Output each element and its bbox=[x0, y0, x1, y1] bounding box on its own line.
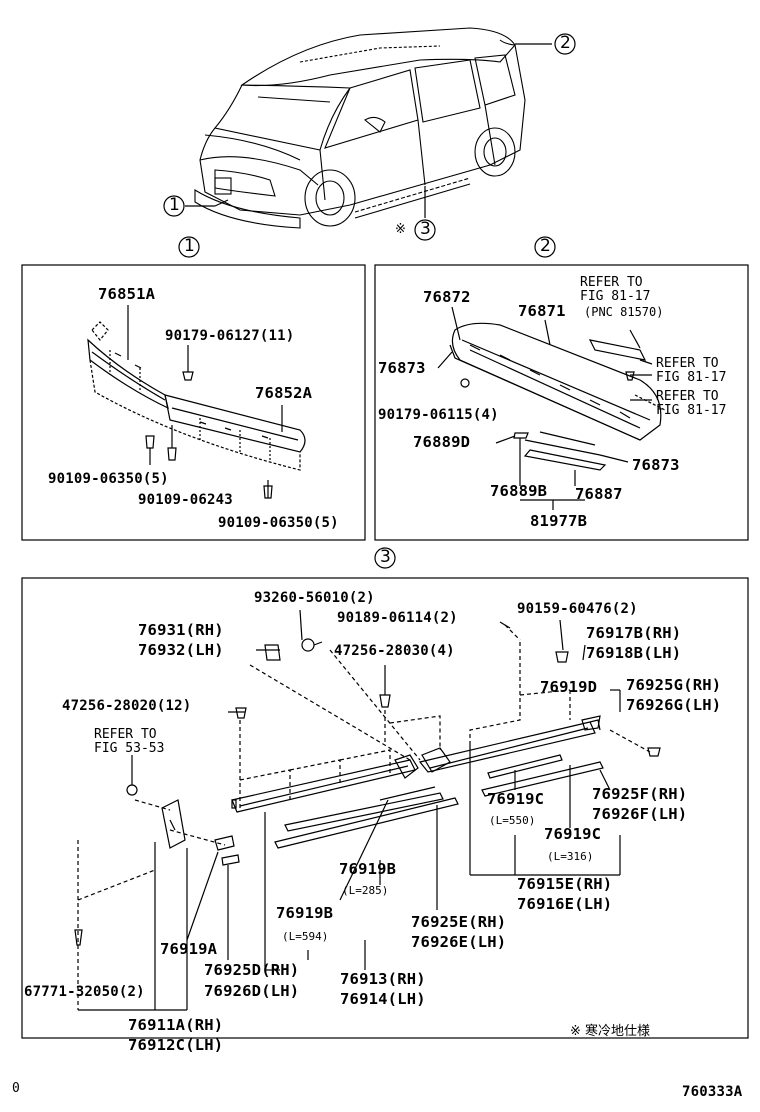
callout-3: 3 bbox=[420, 219, 431, 239]
panel-3-number: 3 bbox=[380, 547, 391, 567]
part-76889D: 76889D bbox=[413, 433, 471, 451]
refer-to-fig-53-53-line1: REFER TO bbox=[94, 727, 157, 742]
part-76919C-b: 76919C bbox=[544, 825, 602, 843]
callout-2-circle bbox=[554, 33, 576, 55]
part-67771-32050: 67771-32050(2) bbox=[24, 984, 145, 1000]
panel-3-frame bbox=[21, 577, 749, 1039]
part-76931: 76931(RH) bbox=[138, 621, 224, 639]
refer-to-1-line2: FIG 81-17 bbox=[580, 289, 651, 304]
cold-region-note: ※ 寒冷地仕様 bbox=[570, 1024, 651, 1039]
part-76911A: 76911A(RH) bbox=[128, 1016, 224, 1034]
panel-2-frame bbox=[374, 264, 749, 541]
part-76926F: 76926F(LH) bbox=[592, 805, 688, 823]
part-90179-06127: 90179-06127(11) bbox=[165, 328, 295, 344]
vehicle-illustration bbox=[194, 27, 526, 229]
part-90159-60476: 90159-60476(2) bbox=[517, 601, 638, 617]
part-76913: 76913(RH) bbox=[340, 970, 426, 988]
part-90109-06350-b: 90109-06350(5) bbox=[218, 515, 339, 531]
length-285: (L=285) bbox=[342, 884, 389, 897]
panel-3-circle bbox=[374, 547, 396, 569]
panel-1-circle bbox=[178, 236, 200, 258]
callout-1-circle bbox=[163, 195, 185, 217]
callout-3-circle bbox=[414, 219, 436, 241]
part-76919D: 76919D bbox=[540, 678, 598, 696]
part-76925G: 76925G(RH) bbox=[626, 676, 722, 694]
part-76887: 76887 bbox=[575, 485, 623, 503]
panel-1-frame bbox=[21, 264, 366, 541]
part-90109-06350-a: 90109-06350(5) bbox=[48, 471, 169, 487]
length-316: (L=316) bbox=[547, 850, 594, 863]
front-spoiler-drawing bbox=[87, 305, 306, 499]
callout-2: 2 bbox=[560, 33, 571, 53]
part-76851A: 76851A bbox=[98, 285, 156, 303]
footer-left-code: 0 bbox=[12, 1081, 20, 1096]
part-76889B: 76889B bbox=[490, 482, 548, 500]
part-76914: 76914(LH) bbox=[340, 990, 426, 1008]
length-550: (L=550) bbox=[489, 814, 536, 827]
refer-to-1-line3: (PNC 81570) bbox=[584, 305, 664, 319]
rear-spoiler-drawing bbox=[437, 306, 666, 510]
part-90189-06114: 90189-06114(2) bbox=[337, 610, 458, 626]
part-90109-06243: 90109-06243 bbox=[138, 492, 233, 508]
part-76926D: 76926D(LH) bbox=[204, 982, 300, 1000]
part-76873-b: 76873 bbox=[632, 456, 680, 474]
refer-to-1-line1: REFER TO bbox=[580, 275, 643, 290]
part-76872: 76872 bbox=[423, 288, 471, 306]
part-81977B: 81977B bbox=[530, 512, 588, 530]
side-moulding-drawing bbox=[74, 609, 661, 1011]
part-76873-a: 76873 bbox=[378, 359, 426, 377]
part-76926G: 76926G(LH) bbox=[626, 696, 722, 714]
part-76919B-b: 76919B bbox=[276, 904, 334, 922]
refer-to-fig-53-53-line2: FIG 53-53 bbox=[94, 741, 165, 756]
part-76871: 76871 bbox=[518, 302, 566, 320]
part-90179-06115: 90179-06115(4) bbox=[378, 407, 499, 423]
part-47256-28020: 47256-28020(12) bbox=[62, 698, 192, 714]
part-76915E: 76915E(RH) bbox=[517, 875, 613, 893]
length-594: (L=594) bbox=[282, 930, 329, 943]
refer-to-2-line2: FIG 81-17 bbox=[656, 370, 727, 385]
part-76918B: 76918B(LH) bbox=[586, 644, 682, 662]
callout-1: 1 bbox=[169, 195, 180, 215]
panel-2-number: 2 bbox=[540, 236, 551, 256]
part-76917B: 76917B(RH) bbox=[586, 624, 682, 642]
part-76925D: 76925D(RH) bbox=[204, 961, 300, 979]
panel-1-number: 1 bbox=[184, 236, 195, 256]
part-76919B-a: 76919B bbox=[339, 860, 397, 878]
part-76925E: 76925E(RH) bbox=[411, 913, 507, 931]
refer-to-3-line2: FIG 81-17 bbox=[656, 403, 727, 418]
callout-3-mark: ※ bbox=[395, 222, 406, 237]
part-47256-28030: 47256-28030(4) bbox=[334, 643, 455, 659]
part-76919A: 76919A bbox=[160, 940, 218, 958]
part-93260-56010: 93260-56010(2) bbox=[254, 590, 375, 606]
part-76925F: 76925F(RH) bbox=[592, 785, 688, 803]
figure-code: 760333A bbox=[682, 1084, 743, 1100]
panel-2-circle bbox=[534, 236, 556, 258]
part-76916E: 76916E(LH) bbox=[517, 895, 613, 913]
part-76852A: 76852A bbox=[255, 384, 313, 402]
refer-to-3-line1: REFER TO bbox=[656, 389, 719, 404]
part-76919C-a: 76919C bbox=[487, 790, 545, 808]
part-76912C: 76912C(LH) bbox=[128, 1036, 224, 1054]
part-76926E: 76926E(LH) bbox=[411, 933, 507, 951]
refer-to-2-line1: REFER TO bbox=[656, 356, 719, 371]
part-76932: 76932(LH) bbox=[138, 641, 224, 659]
